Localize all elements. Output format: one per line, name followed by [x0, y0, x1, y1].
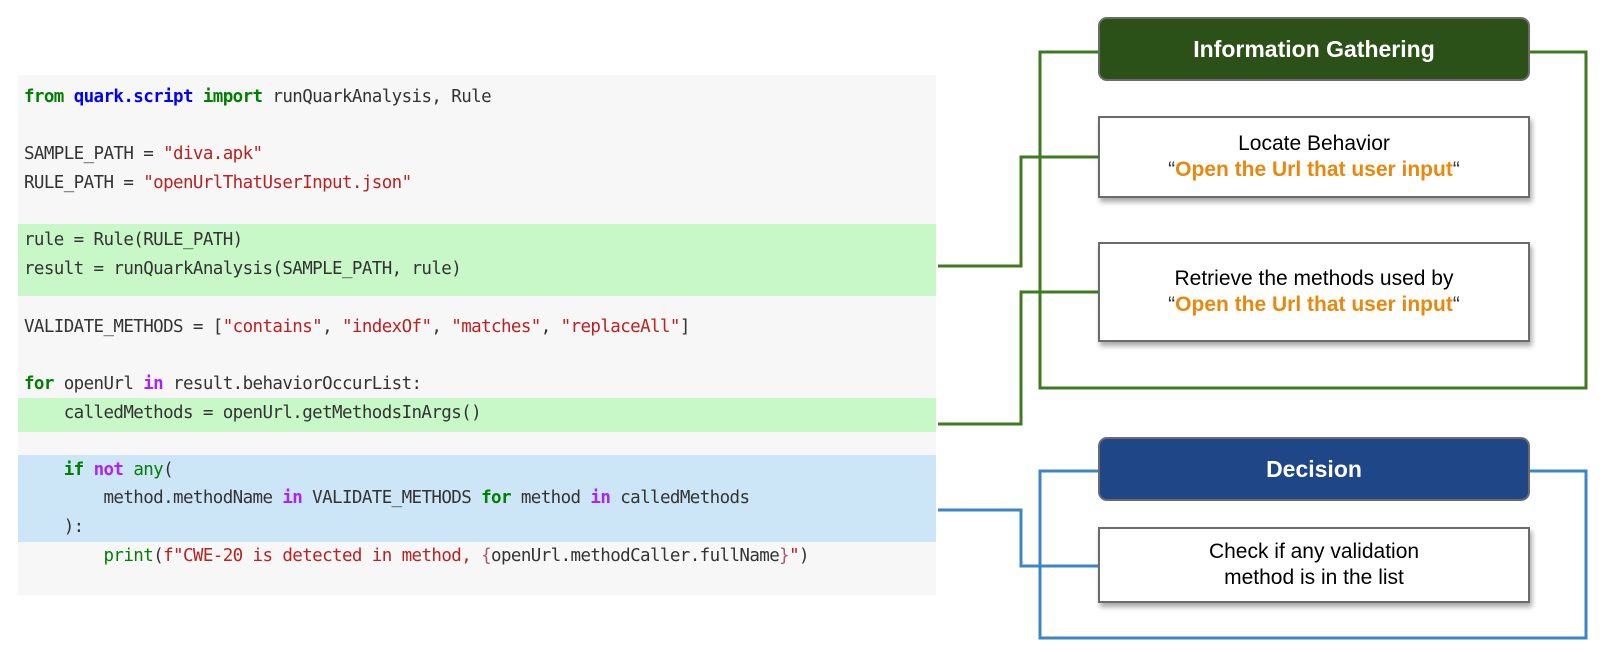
connector-decision	[938, 508, 1100, 568]
keyword-if: if	[63, 460, 84, 480]
code-line-result: result = runQuarkAnalysis(SAMPLE_PATH, r…	[24, 259, 462, 279]
step-label: Retrieve the methods used by	[1174, 267, 1454, 290]
connector-locate	[938, 155, 1100, 268]
code-line-validate-methods: VALIDATE_METHODS = ["contains", "indexOf…	[24, 315, 690, 339]
paren-close: )	[799, 546, 810, 566]
highlight-locate-behavior	[18, 224, 936, 296]
brace-open: {	[481, 546, 492, 566]
highlight-retrieve-methods	[18, 398, 936, 432]
gen-target: VALIDATE_METHODS	[302, 488, 482, 508]
step-label: Check if any validation	[1208, 540, 1420, 563]
step-quote: “Open the Url that user input“	[1168, 292, 1460, 318]
rule-path-value: "openUrlThatUserInput.json"	[143, 173, 412, 193]
keyword-in: in	[590, 488, 611, 508]
quote-mark: “	[1168, 293, 1176, 316]
quote-mark: “	[1168, 158, 1176, 181]
keyword-for: for	[481, 488, 511, 508]
validate-item: "contains"	[222, 317, 323, 337]
info-gathering-header: Information Gathering	[1098, 17, 1530, 81]
sample-path-lhs: SAMPLE_PATH =	[24, 144, 164, 164]
code-line-for: for openUrl in result.behaviorOccurList:	[24, 372, 422, 396]
sample-path-value: "diva.apk"	[163, 144, 263, 164]
step-quote: “Open the Url that user input“	[1168, 157, 1460, 183]
code-line-import: from quark.script import runQuarkAnalysi…	[24, 85, 492, 109]
keyword-in: in	[282, 488, 303, 508]
validate-item: "matches"	[451, 317, 541, 337]
validate-lhs: VALIDATE_METHODS = [	[24, 317, 223, 337]
keyword-not: not	[93, 460, 124, 480]
brace-close: }	[779, 546, 790, 566]
step-retrieve-methods: Retrieve the methods used by “Open the U…	[1098, 242, 1530, 342]
builtin-any: any	[133, 460, 164, 480]
connector-retrieve	[938, 290, 1100, 426]
code-line-rule-path: RULE_PATH = "openUrlThatUserInput.json"	[24, 171, 412, 195]
behavior-name: Open the Url that user input	[1175, 293, 1453, 316]
validate-item: "indexOf"	[341, 317, 432, 337]
code-line-called-methods: calledMethods = openUrl.getMethodsInArgs…	[24, 403, 482, 423]
info-group-frame	[1038, 50, 1588, 390]
gen-var: method	[510, 488, 591, 508]
builtin-print: print	[103, 546, 154, 566]
code-line-print: print(f"CWE-20 is detected in method, {o…	[24, 544, 810, 568]
validate-close: ]	[679, 317, 691, 337]
behavior-name: Open the Url that user input	[1175, 158, 1453, 181]
step-label: method is in the list	[1224, 566, 1404, 589]
separator: ,	[322, 317, 342, 337]
step-label: Locate Behavior	[1238, 132, 1390, 155]
validate-item: "replaceAll"	[560, 317, 681, 337]
code-line-rule: rule = Rule(RULE_PATH)	[24, 230, 243, 250]
separator: ,	[540, 317, 561, 337]
separator: ,	[431, 317, 452, 337]
gen-expr: method.methodName	[103, 488, 283, 508]
module-name: quark.script	[73, 87, 194, 107]
fstring-expr: openUrl.methodCaller.fullName	[491, 546, 780, 566]
code-block: from quark.script import runQuarkAnalysi…	[18, 75, 936, 595]
step-locate-behavior: Locate Behavior “Open the Url that user …	[1098, 116, 1530, 198]
rule-path-lhs: RULE_PATH =	[24, 173, 144, 193]
code-line-sample-path: SAMPLE_PATH = "diva.apk"	[24, 142, 263, 166]
paren-open: (	[153, 546, 164, 566]
code-line-generator: method.methodName in VALIDATE_METHODS fo…	[24, 486, 750, 510]
quote-mark: “	[1452, 158, 1460, 181]
gen-iterable: calledMethods	[610, 488, 750, 508]
decision-group-frame	[1038, 469, 1588, 640]
highlight-decision	[18, 455, 936, 542]
code-line-if: if not any(	[24, 458, 174, 482]
info-gathering-title: Information Gathering	[1193, 35, 1435, 62]
paren-open: (	[163, 460, 174, 480]
keyword-from: from	[24, 87, 64, 107]
loop-iterable: result.behaviorOccurList:	[163, 374, 422, 394]
keyword-import: import	[202, 87, 263, 107]
code-line-close-paren: ):	[24, 517, 84, 537]
step-check-validation: Check if any validation method is in the…	[1098, 527, 1530, 603]
fstring-end: "	[789, 546, 800, 566]
loop-var: openUrl	[53, 374, 144, 394]
fstring-text: f"CWE-20 is detected in method,	[163, 546, 482, 566]
keyword-for: for	[24, 374, 54, 394]
quote-mark: “	[1452, 293, 1460, 316]
keyword-in: in	[143, 374, 164, 394]
decision-header: Decision	[1098, 437, 1530, 501]
import-names: runQuarkAnalysis, Rule	[262, 87, 492, 107]
decision-title: Decision	[1266, 455, 1362, 482]
